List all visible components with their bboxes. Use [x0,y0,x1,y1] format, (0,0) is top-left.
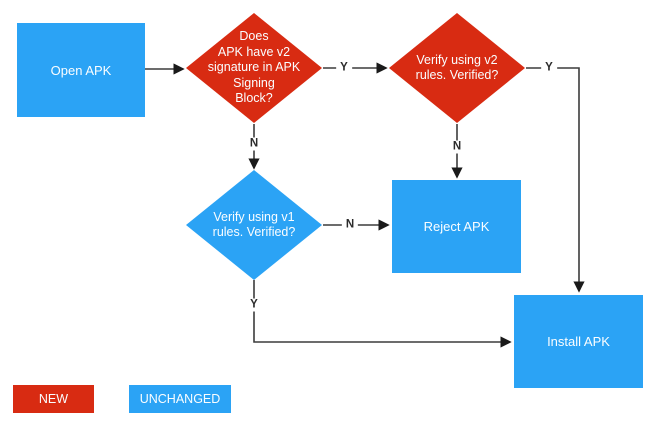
legend-new-swatch: NEW [13,385,94,413]
edge-label-v2check-yes: Y [336,61,352,75]
node-reject-apk: Reject APK [392,180,521,273]
edge-label-v2verify-yes: Y [541,61,557,75]
edge-label-v2verify-no: N [448,140,466,154]
legend-unchanged-swatch: UNCHANGED [129,385,231,413]
node-install-apk-label: Install APK [547,334,610,349]
legend-unchanged-label: UNCHANGED [139,392,221,406]
edge-v2verify-yes-to-install [526,67,585,293]
edge-label-v1verify-yes: Y [246,298,262,312]
node-verify-v1-label: Verify using v1 rules. Verified? [212,209,296,240]
node-open-apk: Open APK [17,23,145,117]
edge-label-v1verify-no: N [341,218,359,232]
node-open-apk-label: Open APK [50,62,112,78]
edge-v1verify-yes-to-install [253,280,512,348]
node-reject-apk-label: Reject APK [423,219,490,234]
node-verify-v2-label: Verify using v2 rules. Verified? [415,52,499,83]
legend-new-label: NEW [38,392,69,406]
node-v2-signature-check-label: Does APK have v2 signature in APK Signin… [207,29,301,106]
edge-label-v2check-no: N [245,137,263,151]
node-install-apk: Install APK [514,295,643,388]
